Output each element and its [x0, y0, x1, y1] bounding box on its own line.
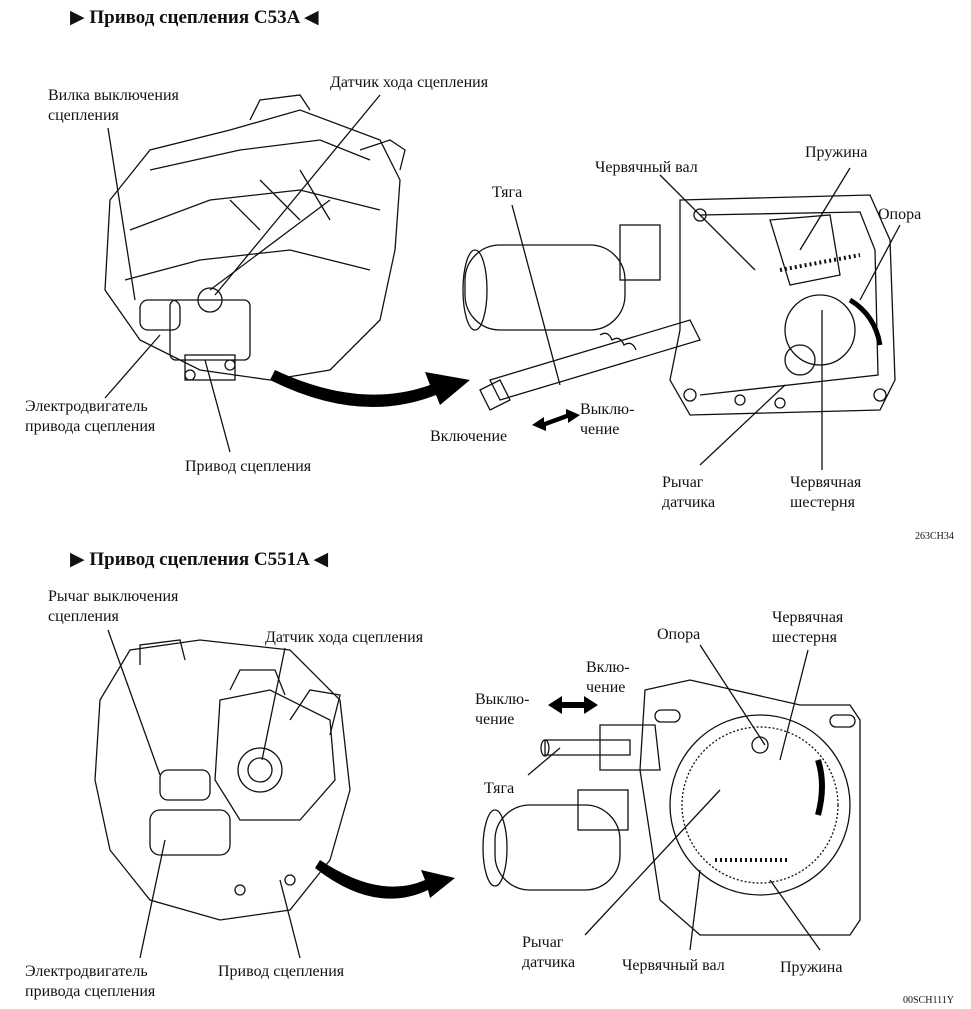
label-line: чение — [586, 679, 626, 696]
label-line: привода сцепления — [25, 418, 156, 435]
label-worm-gear: Червячная шестерня — [790, 473, 861, 513]
rotation-arrow-c53a — [848, 297, 883, 346]
section-title-c53a: ▶ Привод сцепления C53A ◀ — [70, 7, 319, 28]
label-line: Вклю- — [586, 659, 630, 676]
label-line: Выклю- — [475, 691, 530, 708]
label-line: Рычаг выключения — [48, 588, 179, 605]
transmission-housing-c53a — [104, 94, 406, 381]
label-line: Рычаг — [662, 474, 704, 491]
label-engage: Включение — [430, 428, 508, 445]
label-line: сцепления — [48, 107, 119, 124]
label-spring: Пружина — [805, 144, 868, 161]
rotation-arrow-c551a — [815, 759, 825, 816]
label-worm-shaft: Червячный вал — [622, 957, 725, 974]
actuator-detail-c53a — [462, 194, 896, 416]
label-sensor-lever: Рычаг датчика — [662, 473, 715, 513]
label-line: Червячная — [772, 609, 844, 626]
label-engage: Вклю- чение — [586, 658, 630, 698]
label-worm-shaft: Червячный вал — [595, 159, 698, 176]
figure-code-c53a: 263CH34 — [915, 531, 954, 542]
label-motor: Электродвигатель привода сцепления — [25, 397, 155, 437]
label-disengage: Выклю- чение — [580, 400, 634, 440]
label-line: привода сцепления — [25, 983, 156, 1000]
label-line: Рычаг — [522, 934, 564, 951]
label-line: чение — [580, 421, 620, 438]
label-line: чение — [475, 711, 515, 728]
label-line: Выклю- — [580, 401, 635, 418]
transmission-housing-c551a — [94, 639, 351, 921]
label-actuator: Привод сцепления — [218, 963, 345, 980]
label-release-lever: Рычаг выключения сцепления — [48, 587, 178, 627]
section-title-c551a: ▶ Привод сцепления C551A ◀ — [70, 549, 329, 570]
label-line: Электродвигатель — [25, 398, 148, 415]
label-line: шестерня — [790, 494, 855, 511]
label-actuator: Привод сцепления — [185, 458, 312, 475]
label-stroke-sensor: Датчик хода сцепления — [265, 629, 424, 646]
leader-lines-c53a — [104, 94, 901, 470]
label-line: Электродвигатель — [25, 963, 148, 980]
label-stroke-sensor: Датчик хода сцепления — [330, 74, 489, 91]
label-rod: Тяга — [484, 780, 515, 797]
label-motor: Электродвигатель привода сцепления — [25, 962, 155, 1002]
engage-disengage-arrow-c53a — [532, 409, 580, 431]
leader-lines-c551a — [107, 629, 821, 959]
pointer-arrow-c53a — [270, 370, 470, 407]
label-worm-gear: Червячная шестерня — [772, 608, 843, 648]
label-sensor-lever: Рычаг датчика — [522, 933, 575, 973]
engage-disengage-arrow-c551a — [548, 696, 598, 714]
label-line: сцепления — [48, 608, 119, 625]
label-line: Червячная — [790, 474, 862, 491]
label-line: датчика — [522, 954, 576, 971]
label-line: датчика — [662, 494, 716, 511]
label-line: Вилка выключения — [48, 87, 179, 104]
label-support: Опора — [878, 206, 922, 223]
label-release-fork: Вилка выключения сцепления — [48, 86, 179, 126]
pointer-arrow-c551a — [315, 860, 455, 899]
figure-code-c551a: 00SCH111Y — [903, 995, 954, 1006]
actuator-detail-c551a — [482, 679, 861, 936]
label-spring: Пружина — [780, 959, 843, 976]
label-disengage: Выклю- чение — [475, 690, 529, 730]
label-support: Опора — [657, 626, 701, 643]
label-line: шестерня — [772, 629, 837, 646]
label-rod: Тяга — [492, 184, 523, 201]
